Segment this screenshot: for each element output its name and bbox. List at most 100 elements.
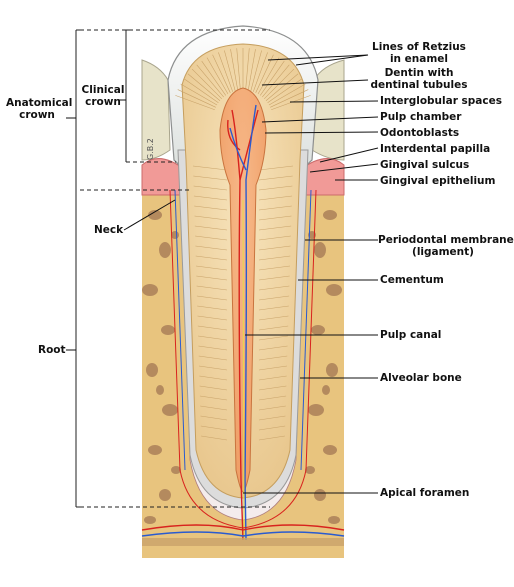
dentinal-tubule [193,195,228,201]
dentinal-tubule [196,64,224,98]
dentinal-tubule [200,425,228,431]
dentinal-tubule [195,255,228,261]
bone-pore [311,325,325,335]
label-anatomical-crown: Anatomical crown [6,97,73,121]
dentinal-tubule [230,49,239,91]
dentinal-tubule [258,335,288,341]
dentinal-tubule [258,435,285,441]
bracket-lines [75,29,270,508]
dentinal-tubule [258,365,288,371]
dentinal-tubules [175,48,311,441]
bone-pore [323,445,337,455]
dentinal-tubule [255,54,274,93]
dentinal-tubule [187,73,221,101]
bone-pore [326,363,338,377]
dentinal-tubule [258,215,292,221]
dentinal-tubule [199,385,228,391]
dentinal-tubule [250,50,262,92]
dentinal-tubule [196,295,228,301]
label-cementum: Cementum [380,274,444,286]
dentinal-tubule [177,89,216,108]
dentinal-tubule [199,395,228,401]
label-periodontal-membrane: Periodontal membrane (ligament) [378,234,514,258]
dentinal-tubule [193,175,228,181]
bone-pore [314,242,326,258]
label-interglobular-spaces: Interglobular spaces [380,95,502,107]
dentinal-tubule [195,265,228,271]
dentinal-tubule [194,215,228,221]
label-root: Root [38,344,66,356]
dentinal-tubule [197,325,228,331]
bone-pore [156,385,164,395]
label-odontoblasts: Odontoblasts [380,127,460,139]
dentinal-tubule [201,435,228,441]
dentinal-tubule [180,83,218,106]
dentinal-tubule [200,405,228,411]
bone-pore [171,466,181,474]
bone-pore [148,210,162,220]
dentinal-tubule [224,50,236,92]
dentinal-tubule [258,315,289,321]
dentinal-tubule [198,365,228,371]
bone-pores [142,210,342,524]
bone-pore [328,516,340,524]
dentinal-tubule [201,60,227,96]
dentinal-tubule [257,57,280,95]
label-gingival-epithelium: Gingival epithelium [380,175,496,187]
dentinal-tubule [258,415,286,421]
bone-pore [159,489,171,501]
dentinal-tubule [247,49,256,91]
dentinal-tubule [271,95,311,111]
dentinal-tubule [212,54,231,93]
dentinal-tubule [258,165,294,171]
bone-pore [159,242,171,258]
dentinal-tubule [258,355,288,361]
dentinal-tubule [192,165,228,171]
dentinal-tubule [258,265,291,271]
dentinal-tubule [258,175,293,181]
apical-base [142,538,344,546]
label-alveolar-bone: Alveolar bone [380,372,462,384]
bone-pore [322,385,330,395]
dentinal-tubule [193,185,228,191]
bone-pore [146,363,158,377]
label-apical-foramen: Apical foramen [380,487,470,499]
neighbor-tooth-left [141,59,171,161]
dentinal-tubule [218,52,234,92]
dentinal-tubule [195,245,228,251]
bone-pore [308,404,324,416]
dentinal-tubule [195,235,228,241]
dentinal-tubule [191,68,222,99]
label-lines-of-retzius: Lines of Retzius in enamel [372,41,466,65]
blood-vessels-nerve [141,104,345,541]
dentinal-tubule [267,78,303,104]
dentinal-tubule [258,345,288,351]
bone-pore [305,466,315,474]
dentinal-tubule [258,255,291,261]
dentinal-tubule [199,375,228,381]
dentinal-tubule [258,205,292,211]
label-clinical-crown: Clinical crown [81,84,125,108]
bone-pore [144,516,156,524]
dentinal-tubule [265,73,299,101]
dentinal-tubule [268,83,306,106]
dentinal-tubule [194,205,228,211]
dentinal-tubule [196,275,228,281]
dentinal-tubule [194,225,228,231]
dentinal-tubule [270,89,309,108]
dentinal-tubule [258,245,291,251]
dentinal-tubule [258,185,293,191]
dentinal-tubule [262,64,290,98]
dentinal-tubule [258,295,290,301]
dentinal-tubule [197,305,228,311]
dentinal-tubule [258,375,287,381]
dentinal-tubule [258,405,286,411]
dentinal-tubule [259,60,285,96]
label-pulp-chamber: Pulp chamber [380,111,462,123]
dentinal-tubule [258,325,289,331]
dentinal-tubule [258,385,287,391]
dentinal-tubule [183,78,219,104]
bone-pore [148,445,162,455]
